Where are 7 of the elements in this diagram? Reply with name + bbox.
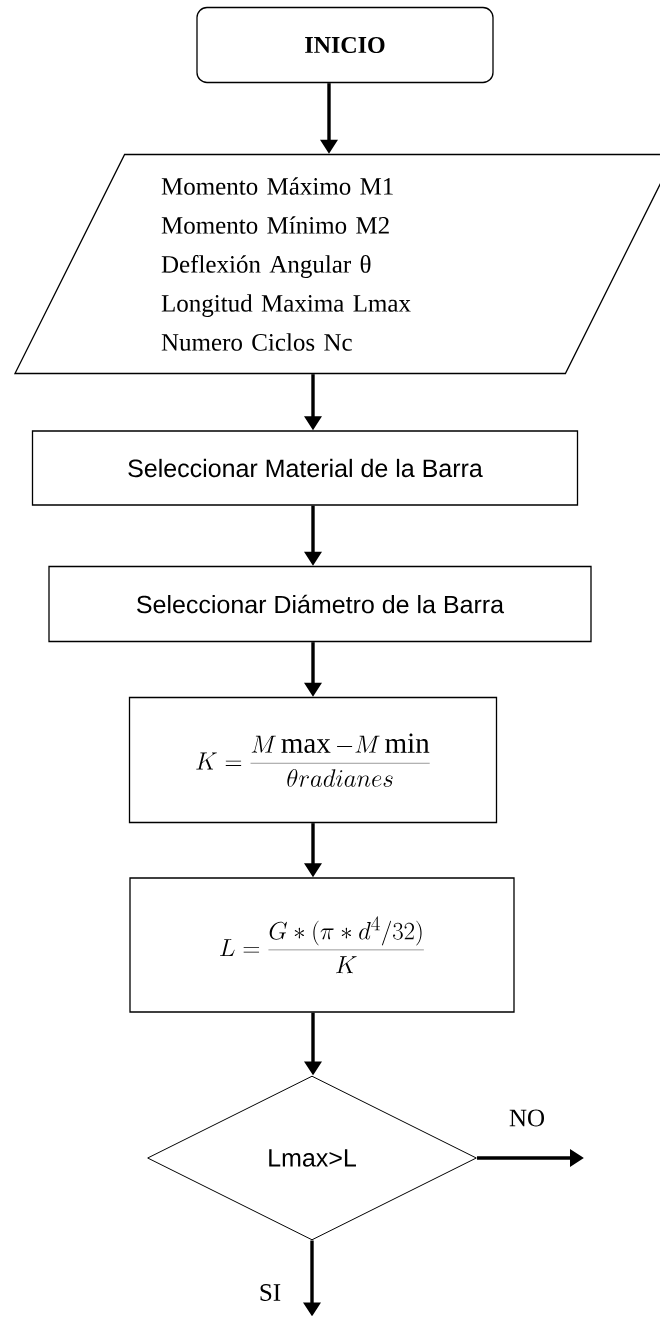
process-box: Seleccionar Diámetro de la Barra bbox=[48, 565, 592, 643]
process-box: Seleccionar Material de la Barra bbox=[31, 430, 579, 506]
formula-box: $K = \frac{M\max - M\min}{\theta radianes}$ bbox=[128, 696, 498, 824]
start-box: INICIO bbox=[196, 6, 494, 84]
formula-box: $L = \frac{G * (\pi * d^{4} / 32)}{K}$ bbox=[129, 877, 515, 1013]
edge-label: NO bbox=[507, 1108, 547, 1128]
edge-label: SI bbox=[257, 1283, 283, 1302]
